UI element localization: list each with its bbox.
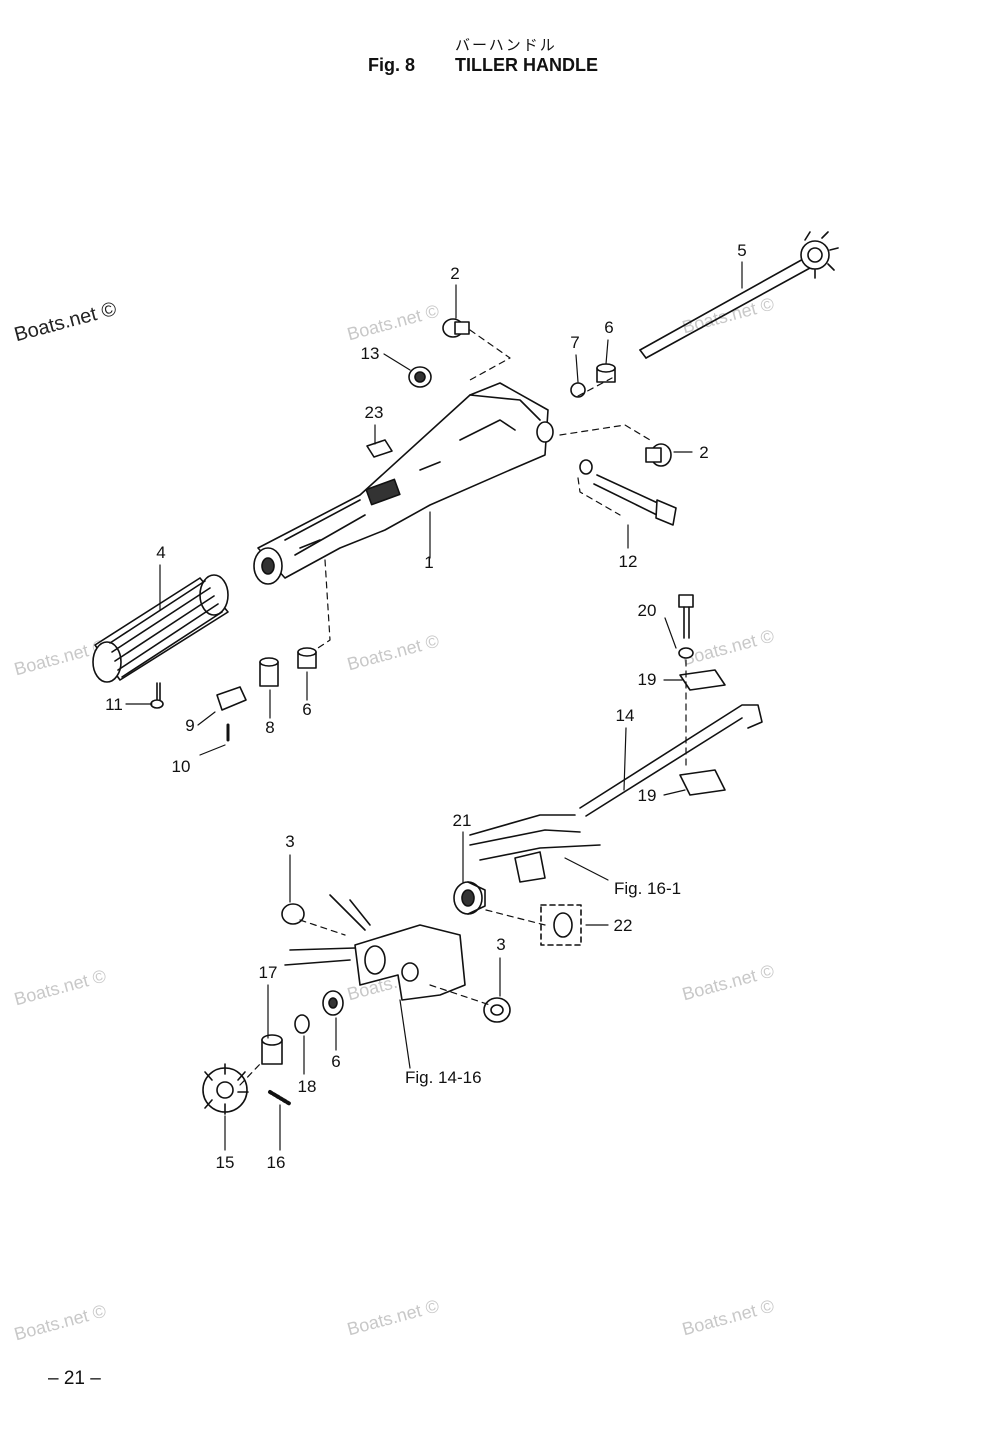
figure-number: Fig. 8 bbox=[368, 55, 416, 75]
part-7-washer bbox=[570, 382, 586, 398]
label-part-8: 8 bbox=[265, 718, 274, 737]
part-16-spring bbox=[268, 1090, 292, 1106]
label-part-19: 19 bbox=[638, 786, 657, 805]
leader-lines bbox=[125, 261, 743, 1151]
label-part-13: 13 bbox=[361, 344, 380, 363]
label-part-3: 3 bbox=[496, 935, 505, 954]
part-19-bracket-top bbox=[679, 669, 726, 691]
label-part-22: 22 bbox=[614, 916, 633, 935]
tiller-handle-body bbox=[253, 382, 554, 585]
part-4-grip bbox=[92, 574, 229, 683]
part-13-nut bbox=[408, 366, 432, 388]
label-part-9: 9 bbox=[185, 716, 194, 735]
ref-fig-14-16: Fig. 14-16 bbox=[405, 1068, 482, 1087]
part-11-screw bbox=[150, 682, 164, 709]
part-2-knob-top bbox=[442, 318, 470, 338]
part-12-bolt bbox=[579, 459, 677, 526]
label-part-21: 21 bbox=[453, 811, 472, 830]
part-14-lever-rod bbox=[579, 704, 763, 817]
label-part-10: 10 bbox=[172, 757, 191, 776]
ref-fig-16-1: Fig. 16-1 bbox=[614, 879, 681, 898]
label-part-11: 11 bbox=[105, 695, 123, 714]
part-20-bolt bbox=[678, 594, 694, 659]
label-part-12: 12 bbox=[619, 552, 638, 571]
page-header: バーハンドル Fig. 8 TILLER HANDLE bbox=[0, 0, 1000, 90]
part-19-bracket-bottom bbox=[679, 769, 726, 796]
label-part-14: 14 bbox=[616, 706, 635, 725]
part-15-knob bbox=[202, 1063, 249, 1115]
label-part-7: 7 bbox=[570, 333, 579, 352]
part-6-collar-low bbox=[322, 990, 344, 1016]
label-part-3: 3 bbox=[285, 832, 294, 851]
label-part-18: 18 bbox=[298, 1077, 317, 1096]
part-3-cap-right bbox=[483, 997, 511, 1023]
label-part-15: 15 bbox=[216, 1153, 235, 1172]
bracket-assembly bbox=[284, 814, 601, 1001]
label-part-17: 17 bbox=[259, 963, 278, 982]
part-3-cap-left bbox=[281, 903, 305, 925]
assembly-lines bbox=[239, 329, 687, 1086]
part-22-clip bbox=[540, 904, 582, 946]
page-number: – 21 – bbox=[48, 1368, 101, 1389]
label-part-4: 4 bbox=[156, 543, 165, 562]
label-part-2: 2 bbox=[450, 264, 459, 283]
part-18-washer bbox=[294, 1014, 310, 1034]
part-5-throttle-shaft bbox=[639, 231, 839, 359]
part-17-bushing bbox=[261, 1034, 283, 1065]
label-part-6: 6 bbox=[331, 1052, 340, 1071]
part-2-knob-right bbox=[645, 443, 672, 467]
label-part-6: 6 bbox=[604, 318, 613, 337]
part-21-grommet bbox=[453, 881, 486, 915]
figure-title: TILLER HANDLE bbox=[455, 55, 598, 75]
part-9-cam bbox=[216, 686, 247, 711]
label-part-5: 5 bbox=[737, 241, 746, 260]
part-8-bushing bbox=[259, 657, 279, 687]
label-part-16: 16 bbox=[267, 1153, 286, 1172]
label-part-1: 1 bbox=[424, 553, 433, 572]
label-part-2: 2 bbox=[699, 443, 708, 462]
label-part-6: 6 bbox=[302, 700, 311, 719]
label-part-20: 20 bbox=[638, 601, 657, 620]
label-part-23: 23 bbox=[365, 403, 384, 422]
part-6-collar-mid bbox=[297, 647, 317, 669]
label-part-19: 19 bbox=[638, 670, 657, 689]
japanese-title: バーハンドル bbox=[455, 36, 557, 54]
part-23-plate bbox=[366, 439, 393, 458]
part-6-collar-top bbox=[596, 363, 616, 383]
